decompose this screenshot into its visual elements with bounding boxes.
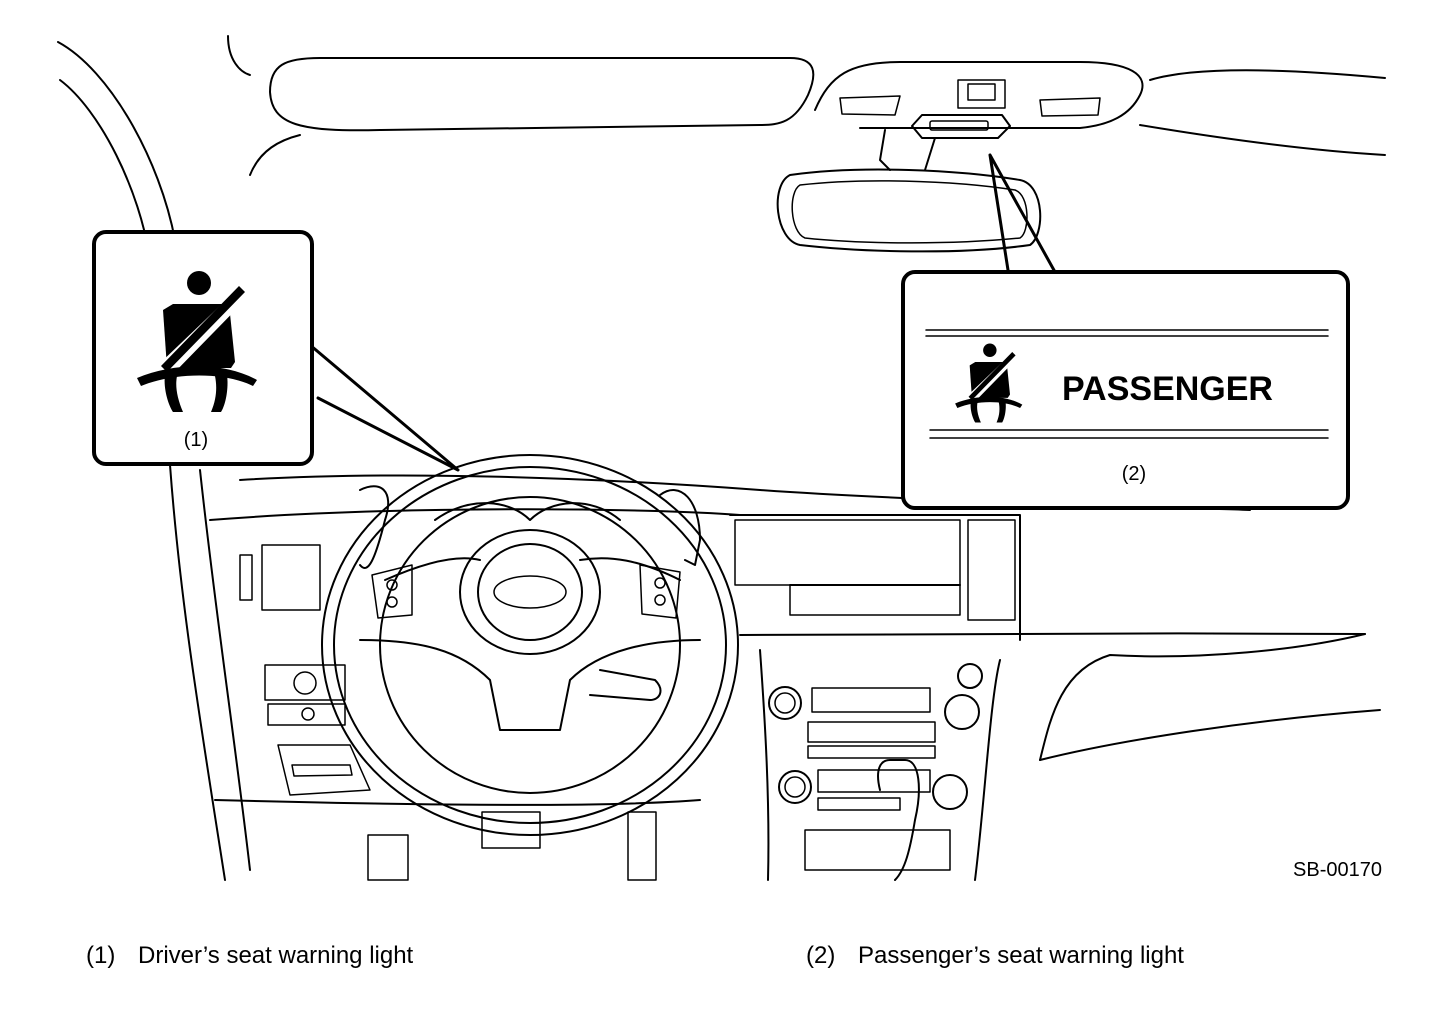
seatbelt-warning-icon [137, 271, 257, 412]
seatbelt-warning-icon [955, 343, 1023, 423]
callout-2-number: (2) [1122, 463, 1146, 485]
figure-code: SB-00170 [1293, 859, 1382, 881]
callout-1-driver: (1) [92, 230, 314, 466]
legend-item-1: (1) Driver’s seat warning light [86, 942, 413, 970]
callout-2-passenger: PASSENGER (2) [901, 270, 1350, 510]
steering-wheel [321, 454, 739, 836]
legend-number: (1) [86, 942, 116, 969]
leader-lines [308, 153, 1057, 472]
legend-item-2: (2) Passenger’s seat warning light [806, 942, 1184, 970]
windshield-frame [57, 35, 1386, 881]
callout-1-number: (1) [184, 429, 208, 451]
passenger-panel-label: PASSENGER [1062, 370, 1273, 408]
dashboard [209, 474, 1381, 881]
legend-text: Driver’s seat warning light [138, 942, 414, 969]
legend-text: Passenger’s seat warning light [858, 942, 1184, 969]
rearview-mirror [776, 114, 1042, 253]
legend-number: (2) [806, 942, 836, 969]
